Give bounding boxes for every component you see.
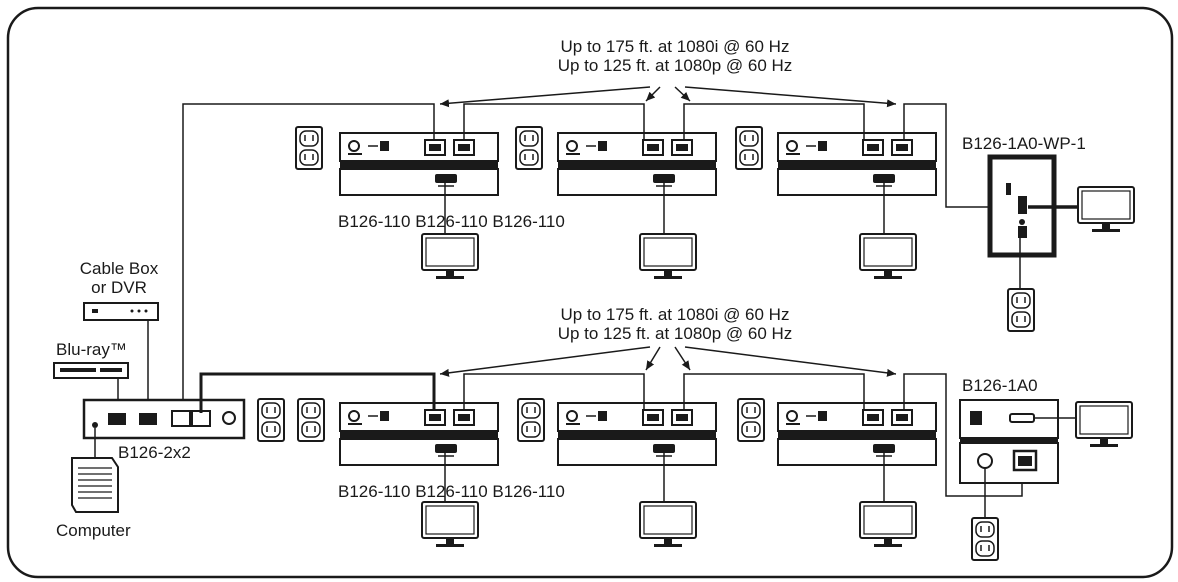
cable-box-label-line1: Cable Box	[79, 259, 159, 278]
cable-box-label: Cable Box or DVR	[64, 259, 174, 297]
distance-line-1080p: Up to 125 ft. at 1080p @ 60 Hz	[557, 56, 793, 75]
distance-note-bottom: Up to 175 ft. at 1080i @ 60 Hz Up to 125…	[540, 305, 810, 343]
receiver-unit-icon	[339, 402, 499, 466]
receiver-unit-icon	[557, 132, 717, 196]
bluray-label: Blu-ray™	[56, 340, 127, 359]
diagram-border	[6, 6, 1174, 579]
monitor-icon	[859, 501, 917, 548]
cable-box-icon	[83, 302, 159, 321]
bottom-receivers-label: B126-110 B126-110 B126-110	[338, 482, 565, 501]
box-receiver-icon	[959, 399, 1059, 484]
splitter-label: B126-2x2	[118, 443, 191, 462]
monitor-icon	[639, 501, 697, 548]
power-outlet-icon	[297, 398, 325, 442]
splitter-icon	[82, 398, 246, 440]
monitor-icon	[1077, 186, 1135, 233]
receiver-unit-icon	[777, 132, 937, 196]
top-receivers-label: B126-110 B126-110 B126-110	[338, 212, 565, 231]
monitor-icon	[859, 233, 917, 280]
power-outlet-icon	[735, 126, 763, 170]
receiver-unit-icon	[339, 132, 499, 196]
power-outlet-icon	[517, 398, 545, 442]
distance-line-1080i: Up to 175 ft. at 1080i @ 60 Hz	[560, 305, 790, 324]
distance-line-1080i: Up to 175 ft. at 1080i @ 60 Hz	[560, 37, 790, 56]
monitor-icon	[421, 501, 479, 548]
wallplate-receiver-label: B126-1A0-WP-1	[962, 134, 1086, 153]
box-receiver-label: B126-1A0	[962, 376, 1038, 395]
monitor-icon	[1075, 401, 1133, 448]
computer-label: Computer	[56, 521, 131, 540]
power-outlet-icon	[295, 126, 323, 170]
distance-line-1080p: Up to 125 ft. at 1080p @ 60 Hz	[557, 324, 793, 343]
power-outlet-icon	[737, 398, 765, 442]
power-outlet-icon	[971, 517, 999, 561]
cable-box-label-line2: or DVR	[91, 278, 147, 297]
power-outlet-icon	[257, 398, 285, 442]
power-outlet-icon	[515, 126, 543, 170]
monitor-icon	[639, 233, 697, 280]
receiver-unit-icon	[777, 402, 937, 466]
distance-note-top: Up to 175 ft. at 1080i @ 60 Hz Up to 125…	[540, 37, 810, 75]
receiver-unit-icon	[557, 402, 717, 466]
computer-tower-icon	[71, 457, 119, 513]
monitor-icon	[421, 233, 479, 280]
bluray-player-icon	[53, 362, 129, 379]
power-outlet-icon	[1007, 288, 1035, 332]
